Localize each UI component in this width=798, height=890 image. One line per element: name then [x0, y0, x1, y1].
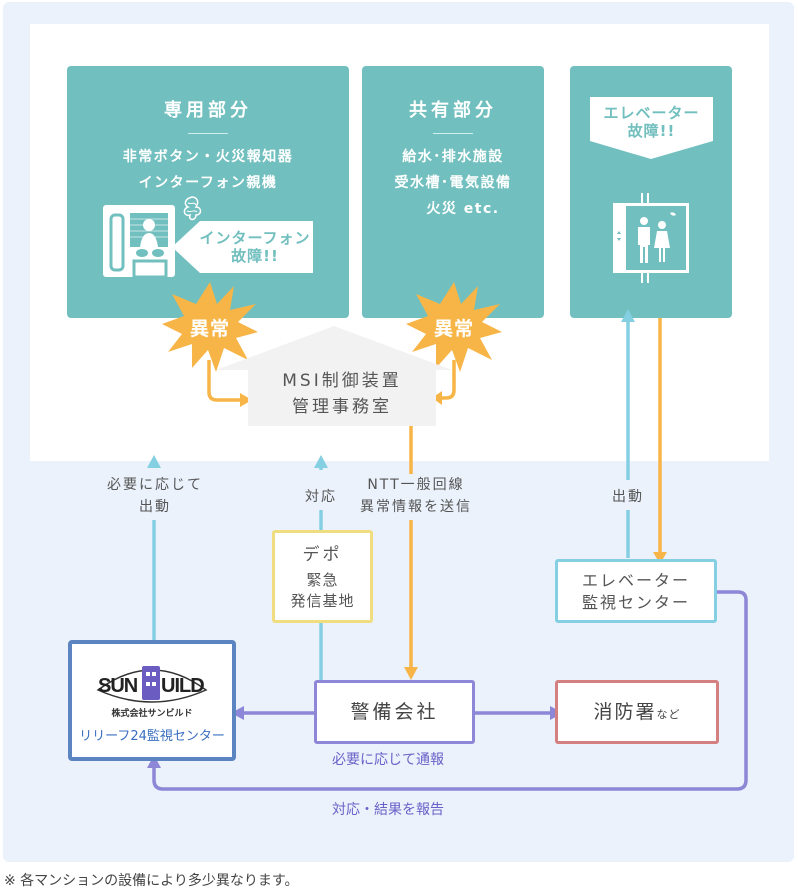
- label-line: 出動: [139, 499, 171, 515]
- callout-line: 故障!!: [231, 247, 279, 265]
- sunbuild-company-name: 株式会社サンビルド: [111, 709, 193, 719]
- alert-label-right: 異常: [433, 318, 474, 340]
- sunbuild-monitoring-center: SUN UILD 株式会社サンビルド リリーフ24監視センター: [68, 640, 236, 761]
- center-line: 監視センター: [581, 593, 690, 612]
- dispatch-if-needed-label: 必要に応じて 出動: [90, 474, 220, 518]
- security-company-label: 警備会社: [350, 701, 439, 723]
- svg-text:UILD: UILD: [161, 675, 204, 697]
- alert-burst-icon: [162, 282, 258, 372]
- sunbuild-center-name: リリーフ24監視センター: [79, 729, 225, 744]
- callout-line: エレベーター: [603, 104, 700, 122]
- elevator-icon: [613, 193, 689, 283]
- common-area-line: 受水槽･電気設備: [394, 175, 512, 191]
- callout-line: 故障!!: [627, 122, 676, 140]
- elevator-dispatch-label: 出動: [612, 489, 644, 505]
- svg-text:SUN: SUN: [98, 675, 138, 697]
- orange-arrow-private-to-office: [207, 360, 242, 402]
- management-office: MSI制御装置 管理事務室: [248, 368, 436, 420]
- divider: [188, 133, 228, 134]
- intercom-failure-callout: インターフォン 故障!!: [196, 229, 314, 265]
- common-area-line: 火災 etc.: [426, 201, 500, 217]
- alert-burst-icon: [406, 282, 502, 372]
- ntt-label: NTT一般回線 異常情報を送信: [350, 474, 482, 518]
- common-area-panel: 共有部分 給水･排水施設 受水槽･電気設備 火災 etc.: [362, 66, 544, 318]
- private-area-line: インターフォン親機: [138, 175, 278, 191]
- fire-department-label: 消防署: [593, 701, 657, 723]
- intercom-callout-shape: [172, 221, 313, 273]
- fire-department-suffix: など: [656, 708, 681, 721]
- office-line: 管理事務室: [292, 397, 392, 417]
- security-company-box: 警備会社: [314, 680, 475, 744]
- label-line: 必要に応じて: [107, 477, 203, 493]
- elevator-failure-callout: エレベーター 故障!!: [590, 104, 713, 140]
- sunbuild-logo-icon: SUN UILD: [96, 666, 208, 703]
- depot-box: デポ 緊急 発信基地: [272, 530, 373, 623]
- divider: [433, 133, 473, 134]
- label-line: NTT一般回線: [367, 477, 465, 493]
- smoke-scribble-icon: [183, 196, 202, 221]
- depot-title: デポ: [302, 545, 343, 565]
- private-area-line: 非常ボタン・火災報知器: [122, 149, 294, 165]
- elevator-monitoring-center: エレベーター 監視センター: [555, 559, 717, 623]
- notify-if-needed-label: 必要に応じて通報: [332, 752, 444, 768]
- private-area-title: 専用部分: [164, 100, 252, 121]
- label-line: 異常情報を送信: [360, 499, 472, 515]
- footnote: ※ 各マンションの設備により多少異なります。: [4, 873, 299, 889]
- alert-label-left: 異常: [189, 318, 230, 340]
- report-label: 対応・結果を報告: [332, 802, 444, 818]
- private-area-panel: 専用部分 非常ボタン・火災報知器 インターフォン親機: [67, 66, 349, 318]
- common-area-title: 共有部分: [409, 100, 497, 121]
- purple-arrow-report-loop: [152, 590, 748, 791]
- fire-department-box: 消防署など: [555, 680, 719, 744]
- depot-line: 発信基地: [290, 592, 355, 610]
- callout-line: インターフォン: [199, 229, 311, 247]
- respond-label: 対応: [298, 486, 344, 508]
- orange-arrow-common-to-office: [440, 360, 456, 400]
- intercom-icon: [103, 205, 175, 279]
- center-line: エレベーター: [581, 571, 690, 590]
- common-area-line: 給水･排水施設: [402, 149, 504, 165]
- office-line: MSI制御装置: [282, 371, 402, 391]
- management-office-house-icon: [216, 326, 452, 426]
- depot-line: 緊急: [306, 571, 339, 589]
- elevator-callout-shape: [590, 97, 713, 159]
